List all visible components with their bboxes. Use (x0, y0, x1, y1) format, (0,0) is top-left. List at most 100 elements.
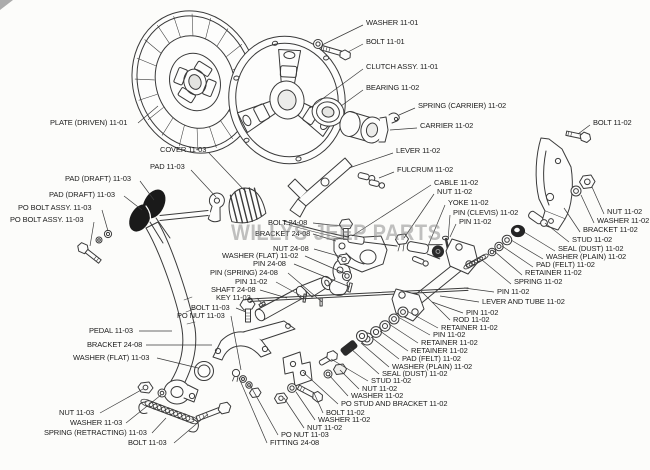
part-label: PAD 11-03 (150, 162, 185, 171)
leader-line (580, 194, 595, 224)
pad-plate-drawing (207, 192, 225, 223)
leader-line (351, 184, 432, 237)
part-label: WASHER 11-02 (597, 216, 650, 225)
part-label: WASHER (PLAIN) 11-02 (392, 362, 473, 371)
retainer-rings-drawing (356, 306, 409, 346)
leader-line (427, 204, 446, 247)
part-label: COVER 11-03 (160, 145, 207, 154)
part-label: PO NUT 11-03 (177, 311, 225, 320)
part-label: BRACKET 24-08 (255, 229, 311, 238)
part-label: BOLT 11-03 (128, 438, 167, 447)
watermark-text: WILLYS JEEP PARTS (231, 221, 442, 246)
right-bracket-drawing (535, 137, 573, 231)
carrier-spring-clip-drawing (388, 112, 400, 124)
bearing-drawing (311, 97, 345, 127)
part-label: CLUTCH ASSY. 11-01 (366, 62, 439, 71)
po-bolt-assy-drawing (77, 229, 113, 264)
leader-line (238, 377, 268, 444)
leader-line (501, 245, 534, 268)
carrier-drawing (339, 111, 389, 144)
part-label: FULCRUM 11-02 (397, 165, 454, 174)
part-label: NUT 11-03 (59, 408, 95, 417)
part-label: NUT 11-02 (307, 423, 343, 432)
leader-line (340, 89, 364, 107)
lower-bolt-drawing (296, 384, 323, 403)
leader-line (139, 180, 155, 201)
part-label: NUT 24-08 (273, 244, 309, 253)
leader-line (481, 259, 512, 285)
part-label: PIN (SPRING) 24-08 (210, 268, 278, 277)
part-label: FITTING 24-08 (270, 438, 320, 447)
part-label: WASHER 11-01 (366, 18, 419, 27)
part-label: RETAINER 11-02 (411, 346, 468, 355)
part-label: NUT 11-02 (437, 187, 473, 196)
part-label: LEVER 11-02 (396, 146, 441, 155)
rod-drawing (247, 287, 469, 303)
leader-line (544, 222, 570, 243)
part-label: WASHER 11-03 (70, 418, 123, 427)
leader-line (348, 152, 394, 169)
bracket-nut-drawing (337, 253, 351, 265)
leader-line (89, 221, 95, 247)
part-label: BOLT 11-02 (593, 118, 632, 127)
part-label: PIN 11-02 (497, 287, 530, 296)
part-label: PIN 11-02 (235, 277, 268, 286)
part-label: CARRIER 11-02 (420, 121, 474, 130)
part-label: PLATE (DRIVEN) 11-01 (50, 118, 128, 127)
leader-line (349, 347, 380, 375)
cover-washer-bolt-drawing (313, 39, 351, 61)
yoke-drawing (406, 241, 445, 267)
leader-line (397, 316, 431, 336)
leader-line (137, 105, 159, 124)
part-label: BOLT 11-03 (191, 303, 230, 312)
leader-line (256, 297, 264, 306)
part-label: PAD (FELT) 11-02 (536, 260, 595, 269)
part-label: NUT 11-02 (362, 384, 398, 393)
part-label: PAD (DRAFT) 11-03 (65, 174, 131, 183)
leader-line (259, 289, 288, 299)
part-label: PO BOLT ASSY. 11-03 (10, 215, 84, 224)
leader-line (347, 43, 364, 53)
leader-line (439, 295, 480, 303)
pedal-bracket-drawing (212, 320, 296, 361)
scan-corner-mark (0, 0, 13, 10)
part-label: ROD 11-02 (453, 315, 490, 324)
part-label: PIN 11-02 (466, 308, 499, 317)
part-label: NUT 11-02 (607, 207, 643, 216)
leader-line (330, 358, 369, 382)
part-label: PAD (DRAFT) 11-03 (49, 190, 115, 199)
po-stud-bracket-drawing (274, 351, 313, 404)
part-label: WASHER (FLAT) 11-03 (73, 353, 150, 362)
leader-line (208, 152, 247, 193)
part-label: WASHER 11-02 (318, 415, 371, 424)
part-label: PO NUT 11-03 (281, 430, 329, 439)
leader-line (283, 397, 305, 429)
leader-line (123, 195, 143, 211)
leader-line (313, 392, 324, 414)
part-label: PIN (CLEVIS) 11-02 (453, 208, 519, 217)
cover-boot-drawing (228, 187, 267, 224)
small-pins-drawing (302, 282, 353, 307)
leader-line (235, 307, 247, 313)
leader-line (378, 171, 395, 179)
leader-line (295, 391, 316, 421)
cable-drawing (283, 220, 398, 247)
part-label: RETAINER 11-02 (441, 323, 498, 332)
leader-line (328, 374, 349, 397)
part-label: BOLT 11-01 (366, 37, 405, 46)
spring-hooks (138, 401, 199, 433)
leader-line (339, 369, 360, 390)
leader-line (360, 342, 390, 368)
leader-line (510, 239, 544, 260)
leader-line (287, 272, 323, 303)
leader-line (173, 413, 209, 444)
bracket-bolt-drawing (339, 218, 353, 240)
leader-line (463, 287, 495, 293)
clutch-disc-drawing (131, 10, 259, 154)
leader-line (406, 310, 439, 329)
leader-line (190, 169, 217, 198)
part-label: WASHER 11-02 (351, 391, 404, 400)
part-label: RETAINER 11-02 (525, 268, 582, 277)
part-label: PAD (FELT) 11-02 (402, 354, 461, 363)
